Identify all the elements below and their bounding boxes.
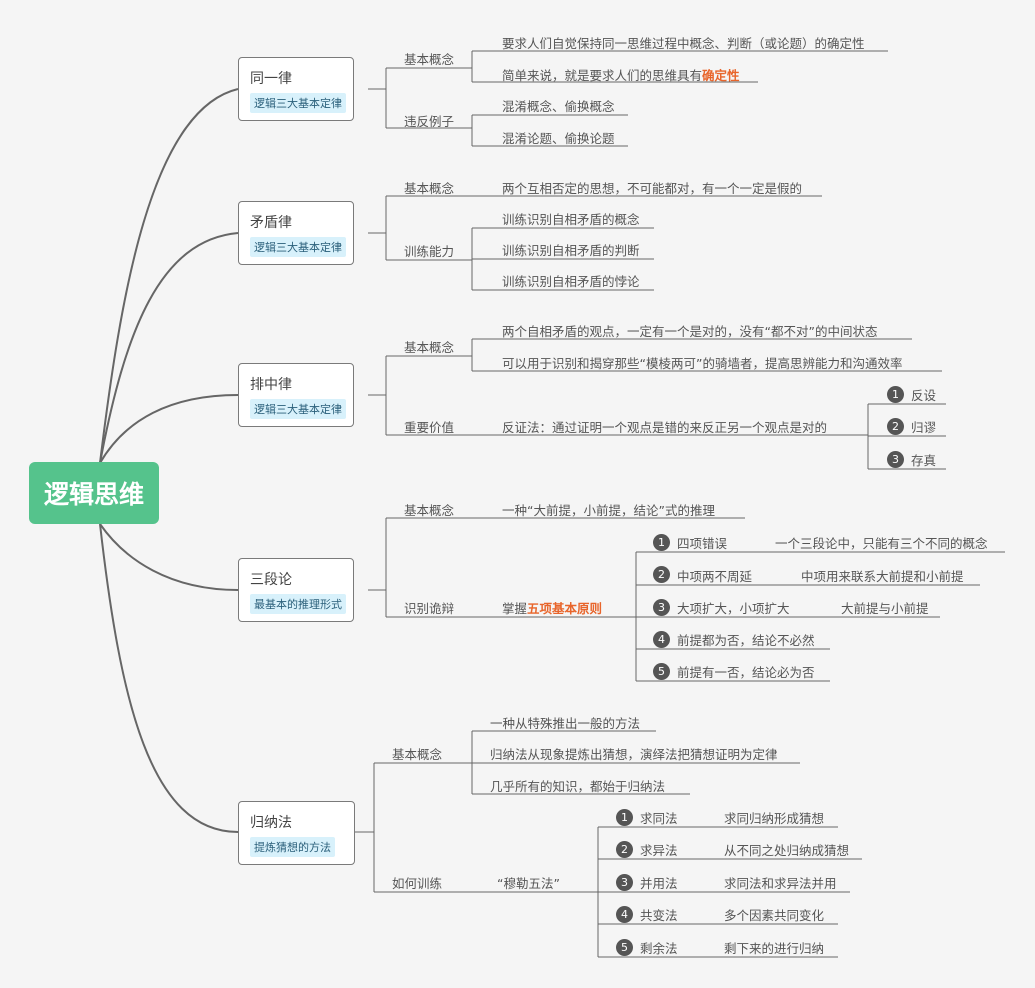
leaf-text[interactable]: 训练识别自相矛盾的悖论 [502, 274, 640, 289]
method-note[interactable]: 多个因素共同变化 [724, 908, 825, 923]
leaf-text[interactable]: 混淆概念、偷换概念 [502, 99, 615, 114]
method-text[interactable]: 并用法 [640, 876, 678, 891]
branch-label[interactable]: 训练能力 [404, 244, 455, 259]
method-number-badge: 1 [616, 809, 633, 826]
method-text[interactable]: 共变法 [640, 908, 678, 923]
leaf-text[interactable]: 两个自相矛盾的观点，一定有一个是对的，没有“都不对”的中间状态 [502, 324, 878, 339]
highlight-text: 五项基本原则 [527, 601, 603, 616]
topic-sanduan[interactable]: 三段论 最基本的推理形式 [238, 558, 354, 622]
leaf-text-prefix: 简单来说，就是要求人们的思维具有 [502, 68, 703, 83]
method-text[interactable]: 剩余法 [640, 941, 678, 956]
rule-number-badge: 3 [653, 599, 670, 616]
leaf-text[interactable]: “穆勒五法” [497, 876, 560, 891]
leaf-text[interactable]: 要求人们自觉保持同一思维过程中概念、判断（或论题）的确定性 [502, 36, 865, 51]
branch-label[interactable]: 如何训练 [392, 876, 443, 891]
leaf-text[interactable]: 两个互相否定的思想，不可能都对，有一个一定是假的 [502, 181, 803, 196]
method-number-badge: 2 [616, 841, 633, 858]
topic-tag: 逻辑三大基本定律 [250, 93, 346, 113]
rule-text[interactable]: 四项错误 [677, 536, 728, 551]
topic-tag: 最基本的推理形式 [250, 594, 346, 614]
branch-label[interactable]: 识别诡辩 [404, 601, 455, 616]
rule-note[interactable]: 大前提与小前提 [841, 601, 929, 616]
step-number-badge: 2 [887, 418, 904, 435]
topic-title: 矛盾律 [250, 215, 292, 231]
rule-text[interactable]: 中项两不周延 [677, 569, 753, 584]
step-text[interactable]: 存真 [911, 453, 937, 468]
topic-title: 同一律 [250, 71, 292, 87]
branch-label[interactable]: 基本概念 [404, 340, 455, 355]
leaf-text[interactable]: 训练识别自相矛盾的概念 [502, 212, 640, 227]
rule-note[interactable]: 一个三段论中，只能有三个不同的概念 [775, 536, 988, 551]
branch-label[interactable]: 基本概念 [392, 747, 443, 762]
leaf-text[interactable]: 可以用于识别和揭穿那些“模棱两可”的骑墙者，提高思辨能力和沟通效率 [502, 356, 903, 371]
method-number-badge: 4 [616, 906, 633, 923]
topic-title: 三段论 [250, 572, 292, 588]
leaf-text[interactable]: 几乎所有的知识，都始于归纳法 [490, 779, 666, 794]
topic-maodun[interactable]: 矛盾律 逻辑三大基本定律 [238, 201, 354, 265]
highlight-text: 确定性 [702, 68, 740, 83]
topic-tag: 提炼猜想的方法 [250, 837, 335, 857]
step-number-badge: 1 [887, 386, 904, 403]
method-note[interactable]: 剩下来的进行归纳 [724, 941, 825, 956]
branch-label[interactable]: 基本概念 [404, 181, 455, 196]
branch-label[interactable]: 基本概念 [404, 52, 455, 67]
rule-text[interactable]: 前提有一否，结论必为否 [677, 665, 815, 680]
topic-title: 排中律 [250, 377, 292, 393]
step-number-badge: 3 [887, 451, 904, 468]
branch-label[interactable]: 基本概念 [404, 503, 455, 518]
topic-title: 归纳法 [250, 815, 292, 831]
leaf-text[interactable]: 混淆论题、偷换论题 [502, 131, 615, 146]
method-number-badge: 3 [616, 874, 633, 891]
rule-note[interactable]: 中项用来联系大前提和小前提 [801, 569, 964, 584]
branch-label[interactable]: 重要价值 [404, 420, 455, 435]
rule-number-badge: 4 [653, 631, 670, 648]
rule-number-badge: 1 [653, 534, 670, 551]
rule-text[interactable]: 前提都为否，结论不必然 [677, 633, 815, 648]
rule-text[interactable]: 大项扩大，小项扩大 [677, 601, 790, 616]
leaf-text[interactable]: 反证法：通过证明一个观点是错的来反正另一个观点是对的 [502, 420, 828, 435]
leaf-text[interactable]: 归纳法从现象提炼出猜想，演绎法把猜想证明为定律 [490, 747, 778, 762]
topic-tag: 逻辑三大基本定律 [250, 237, 346, 257]
topic-paizhong[interactable]: 排中律 逻辑三大基本定律 [238, 363, 354, 427]
topic-tag: 逻辑三大基本定律 [250, 399, 346, 419]
method-note[interactable]: 从不同之处归纳成猜想 [724, 843, 850, 858]
root-topic[interactable]: 逻辑思维 [29, 462, 159, 524]
topic-guina[interactable]: 归纳法 提炼猜想的方法 [238, 801, 355, 865]
topic-tongyi[interactable]: 同一律 逻辑三大基本定律 [238, 57, 354, 121]
leaf-text[interactable]: 一种从特殊推出一般的方法 [490, 716, 641, 731]
method-text[interactable]: 求同法 [640, 811, 678, 826]
leaf-text[interactable]: 一种“大前提，小前提，结论”式的推理 [502, 503, 715, 518]
step-text[interactable]: 反设 [911, 388, 937, 403]
leaf-text[interactable]: 掌握五项基本原则 [502, 598, 602, 617]
leaf-text-prefix: 掌握 [502, 601, 528, 616]
rule-number-badge: 2 [653, 566, 670, 583]
branch-label[interactable]: 违反例子 [404, 114, 455, 129]
rule-number-badge: 5 [653, 663, 670, 680]
leaf-text[interactable]: 简单来说，就是要求人们的思维具有确定性 [502, 65, 740, 84]
method-note[interactable]: 求同归纳形成猜想 [724, 811, 825, 826]
method-note[interactable]: 求同法和求异法并用 [724, 876, 837, 891]
leaf-text[interactable]: 训练识别自相矛盾的判断 [502, 243, 640, 258]
method-text[interactable]: 求异法 [640, 843, 678, 858]
method-number-badge: 5 [616, 939, 633, 956]
step-text[interactable]: 归谬 [911, 420, 937, 435]
